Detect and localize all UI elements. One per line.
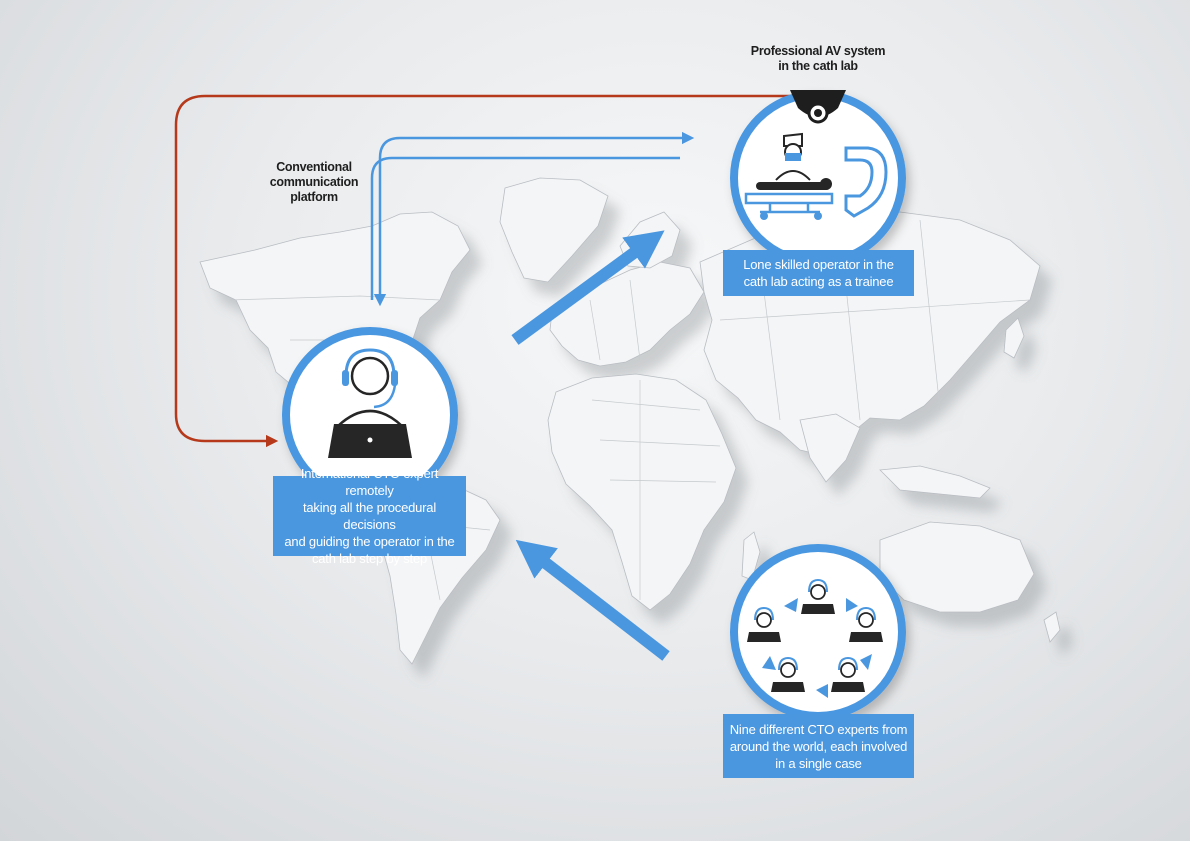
mini-expert-icon xyxy=(849,606,883,642)
map-indonesia xyxy=(879,465,991,499)
conventional-arrow-inner xyxy=(370,156,680,300)
patient-table-icon xyxy=(744,178,834,220)
av-system-label: Professional AV system in the cath lab xyxy=(750,44,886,73)
expert-caption: International CTO expert remotely taking… xyxy=(273,466,466,566)
map-new-zealand xyxy=(1043,611,1061,643)
headset-expert-icon xyxy=(337,348,403,427)
conventional-platform-label: Conventional communication platform xyxy=(269,160,359,204)
mini-expert-icons xyxy=(747,578,883,692)
dome-camera-icon xyxy=(790,90,846,124)
conventional-arrow-outer xyxy=(373,131,695,307)
mini-expert-icon xyxy=(801,578,835,614)
laptop-icon xyxy=(328,424,412,458)
experts-direction-arrow xyxy=(515,539,670,661)
map-india xyxy=(799,413,861,483)
map-greenland xyxy=(499,177,609,283)
rotation-arrows xyxy=(762,598,872,698)
mini-expert-icon xyxy=(747,606,781,642)
map-madagascar xyxy=(741,531,761,581)
surgeon-icon xyxy=(775,132,811,181)
av-connection-arrow xyxy=(174,94,790,448)
nine-experts-caption: Nine different CTO experts from around t… xyxy=(723,714,914,778)
mini-expert-icon xyxy=(771,656,805,692)
c-arm-icon xyxy=(844,146,888,218)
map-australia xyxy=(879,521,1035,613)
map-africa xyxy=(547,373,737,611)
map-japan xyxy=(1003,317,1025,359)
operator-caption: Lone skilled operator in the cath lab ac… xyxy=(723,250,914,296)
mentoring-direction-arrow xyxy=(511,230,665,345)
mini-expert-icon xyxy=(831,656,865,692)
map-europe xyxy=(549,261,705,367)
